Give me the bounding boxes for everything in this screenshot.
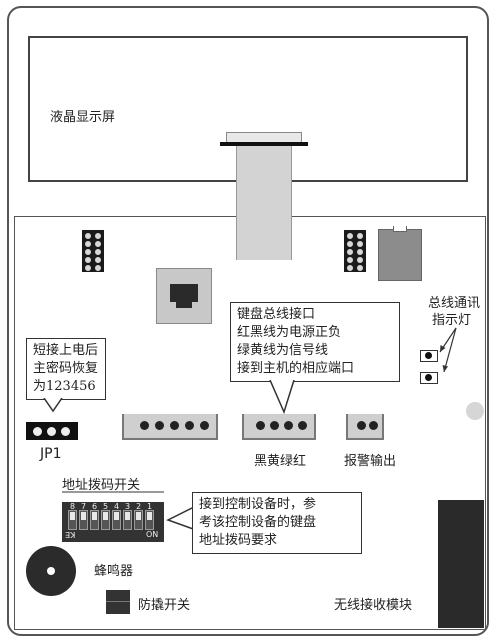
jp1-note-line-2: 主密码恢复 bbox=[33, 361, 99, 376]
wireless-module-label: 无线接收模块 bbox=[334, 598, 413, 613]
pin-header-left bbox=[82, 230, 104, 272]
bus-led-2 bbox=[420, 372, 438, 384]
ribbon-cable-lower bbox=[236, 214, 292, 260]
bus-led-label-line-2: 指示灯 bbox=[432, 313, 472, 328]
terminal-5pin bbox=[122, 414, 218, 440]
bus-note-pointer bbox=[269, 380, 295, 414]
tamper-switch bbox=[106, 590, 130, 614]
tamper-label: 防撬开关 bbox=[138, 598, 191, 613]
dip-switch-lever bbox=[134, 510, 143, 530]
alarm-output-label: 报警输出 bbox=[344, 454, 397, 469]
bus-note-line-2: 红黑线为电源正负 bbox=[237, 325, 342, 340]
ribbon-connector-bar bbox=[220, 142, 308, 146]
dip-top-num-6: 3 bbox=[124, 502, 131, 511]
dip-note-pointer bbox=[166, 505, 197, 531]
jp1-note: 短接上电后 主密码恢复 为123456 bbox=[26, 338, 106, 400]
dip-top-num-1: 8 bbox=[69, 502, 76, 511]
dip-switch-lever bbox=[123, 510, 132, 530]
dip-switch: 8 7 6 5 4 3 2 1 KE ON bbox=[62, 502, 164, 542]
dip-title-bracket bbox=[62, 491, 164, 493]
dip-top-num-4: 5 bbox=[102, 502, 109, 511]
jp1-jumper bbox=[26, 422, 78, 440]
dip-bottom-right-label: ON bbox=[146, 530, 159, 539]
dip-top-num-7: 2 bbox=[135, 502, 142, 511]
dip-top-num-3: 6 bbox=[91, 502, 98, 511]
dip-note: 接到控制设备时，参 考该控制设备的键盘 地址拨码要求 bbox=[192, 492, 362, 554]
jp1-note-line-3: 为123456 bbox=[33, 379, 96, 394]
lcd-label: 液晶显示屏 bbox=[50, 110, 116, 125]
gray-module bbox=[378, 229, 422, 281]
jp1-note-line-1: 短接上电后 bbox=[33, 343, 99, 358]
bus-note-line-4: 接到主机的相应端口 bbox=[237, 361, 355, 376]
dip-switch-lever bbox=[101, 510, 110, 530]
dip-note-line-1: 接到控制设备时，参 bbox=[199, 497, 317, 512]
dip-switch-lever bbox=[145, 510, 154, 530]
gray-module-notch bbox=[393, 226, 407, 232]
dip-switch-lever bbox=[90, 510, 99, 530]
jp1-note-pointer bbox=[43, 398, 63, 413]
dip-bottom-left-label: KE bbox=[65, 530, 76, 539]
pin-header-right bbox=[344, 230, 366, 272]
device-housing bbox=[7, 6, 489, 636]
buzzer bbox=[26, 546, 76, 596]
dip-switch-title: 地址拨码开关 bbox=[62, 478, 141, 493]
bus-terminal-label: 黑黄绿红 bbox=[254, 454, 307, 469]
dip-note-line-3: 地址拨码要求 bbox=[199, 533, 278, 548]
network-jack-port bbox=[170, 284, 198, 308]
dip-top-num-8: 1 bbox=[146, 502, 153, 511]
dip-top-num-2: 7 bbox=[80, 502, 87, 511]
bus-led-label-line-1: 总线通讯 bbox=[428, 296, 481, 311]
buzzer-label: 蜂鸣器 bbox=[94, 564, 134, 579]
dip-switch-lever bbox=[112, 510, 121, 530]
jp1-label: JP1 bbox=[40, 446, 62, 462]
bus-interface-note: 键盘总线接口 红黑线为电源正负 绿黄线为信号线 接到主机的相应端口 bbox=[230, 302, 400, 382]
bus-led-1 bbox=[420, 350, 438, 362]
bus-led-arrows bbox=[439, 327, 457, 373]
mounting-hole bbox=[466, 402, 484, 420]
dip-note-line-2: 考该控制设备的键盘 bbox=[199, 515, 317, 530]
dip-top-num-5: 4 bbox=[113, 502, 120, 511]
terminal-bus-4pin bbox=[242, 414, 316, 440]
bus-note-line-3: 绿黄线为信号线 bbox=[237, 343, 329, 358]
dip-switch-lever bbox=[68, 510, 77, 530]
bus-note-line-1: 键盘总线接口 bbox=[237, 307, 316, 322]
terminal-alarm-2pin bbox=[346, 414, 384, 440]
dip-switch-lever bbox=[79, 510, 88, 530]
wireless-module bbox=[438, 500, 484, 628]
